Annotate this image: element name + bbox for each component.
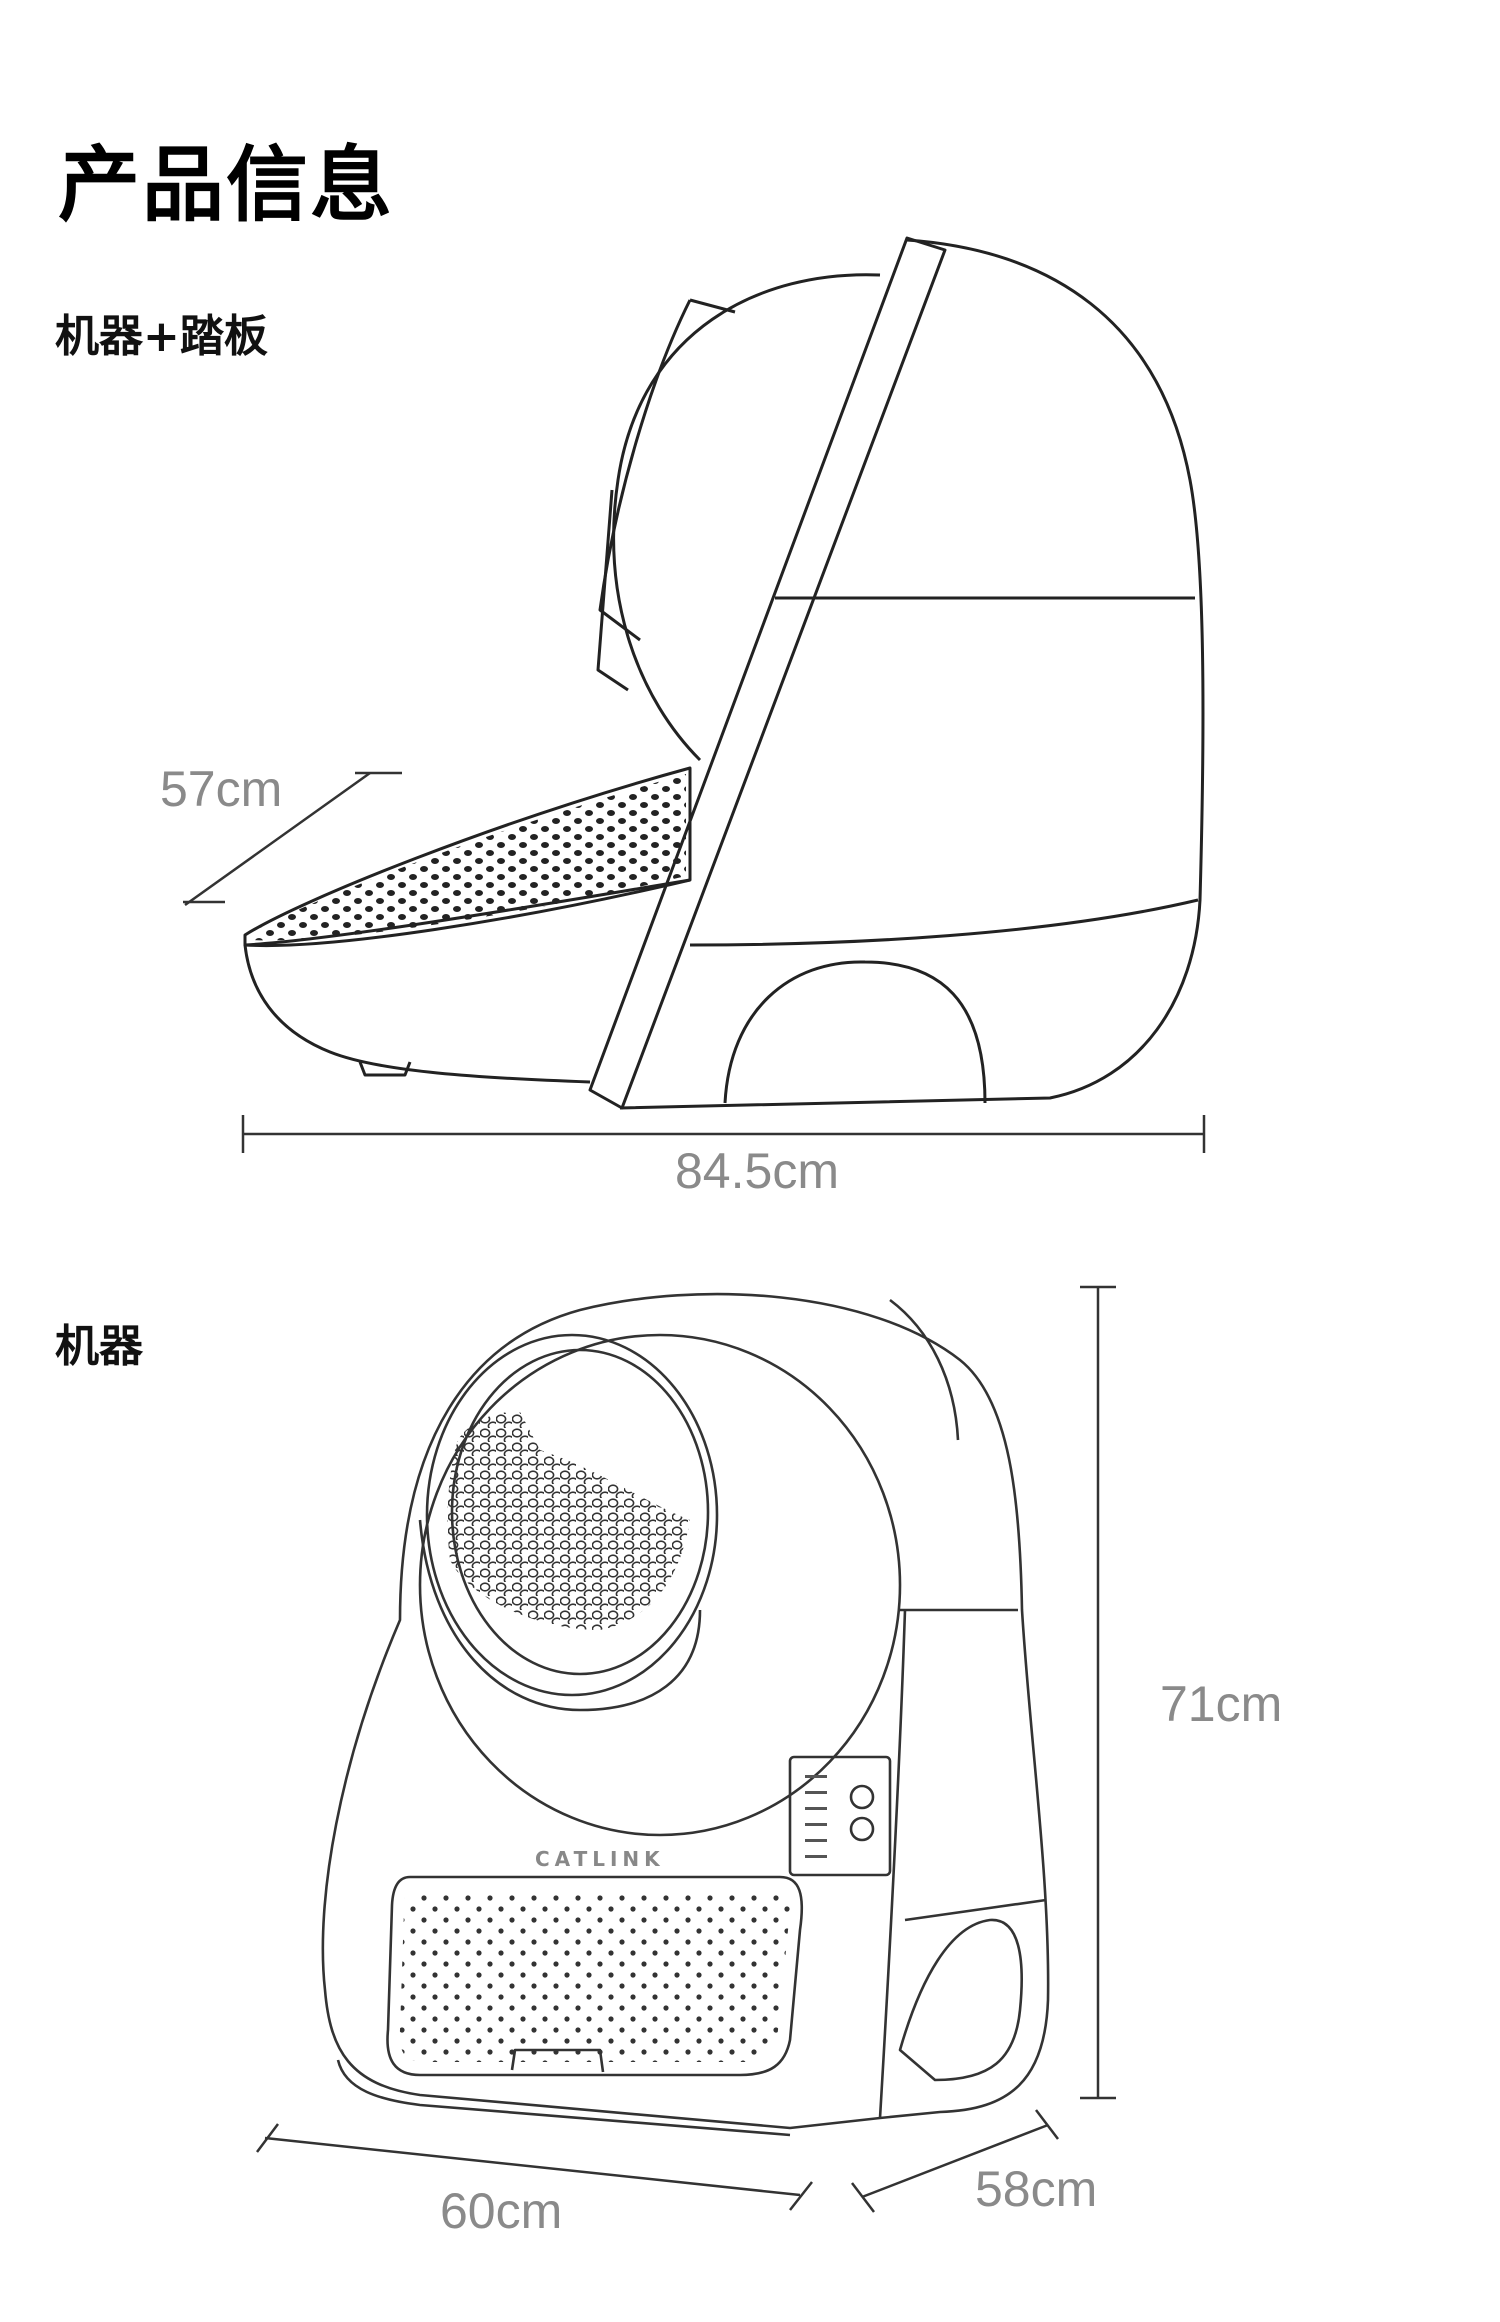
front-view-body <box>321 1292 1050 2130</box>
side-view-door-panel <box>588 236 947 1110</box>
control-indicators <box>805 1775 827 1858</box>
pedal-foot <box>358 1061 412 1077</box>
pedal-base <box>243 944 591 1084</box>
control-panel <box>788 1755 892 1877</box>
side-view-seam-lower <box>689 898 1199 947</box>
side-view-dimension-lines <box>183 771 1206 1153</box>
front-view-entrance <box>425 1333 719 1697</box>
front-view-drawer-holes <box>399 1890 790 2062</box>
front-view-side-seam-lower <box>904 1898 1047 1922</box>
front-view-top-rim <box>889 1298 960 1441</box>
front-view-drawer-handle <box>510 2048 605 2073</box>
side-view-dome <box>612 273 881 762</box>
width-dimension-tick-right <box>789 2181 813 2211</box>
length-dimension-label: 84.5cm <box>675 1143 839 1199</box>
brand-logo: CATLINK <box>535 1847 665 1871</box>
front-view-waste-drawer <box>386 1875 804 2077</box>
side-view-bottom-arch <box>723 960 987 1104</box>
depth2-dimension-label: 58cm <box>975 2161 1098 2217</box>
control-button-top <box>849 1784 875 1810</box>
front-view-drum-liner <box>447 1411 690 1630</box>
width-dimension-tick-left <box>256 2123 279 2153</box>
width-dimension-line <box>264 2136 801 2197</box>
depth2-dimension-tick-left <box>851 2182 875 2213</box>
depth-dimension-line <box>184 771 371 907</box>
width-dimension-label: 60cm <box>440 2183 563 2239</box>
front-view-entrance-lip <box>418 1519 702 1712</box>
control-button-bottom <box>849 1816 875 1842</box>
side-view-body <box>619 238 1205 1110</box>
side-view-drawing <box>243 236 1205 1110</box>
front-view-side-edge <box>878 1609 907 2119</box>
front-view-drawing <box>321 1292 1050 2137</box>
front-view-side-opening <box>898 1918 1023 2082</box>
section-label-machine: 机器 <box>55 1321 143 1372</box>
height-dimension-label: 71cm <box>1160 1676 1283 1732</box>
page-title: 产品信息 <box>58 138 395 233</box>
side-view-rear-handle <box>596 489 629 692</box>
depth-dimension-label: 57cm <box>160 761 283 817</box>
depth2-dimension-line <box>861 2123 1049 2199</box>
front-view-base <box>336 2059 791 2137</box>
section-label-machine-with-pedal: 机器+踏板 <box>55 311 268 362</box>
depth2-dimension-tick-right <box>1035 2109 1059 2140</box>
front-view-dimension-lines <box>256 1285 1116 2213</box>
front-view-drum <box>418 1333 902 1837</box>
pedal-rim <box>244 878 691 947</box>
